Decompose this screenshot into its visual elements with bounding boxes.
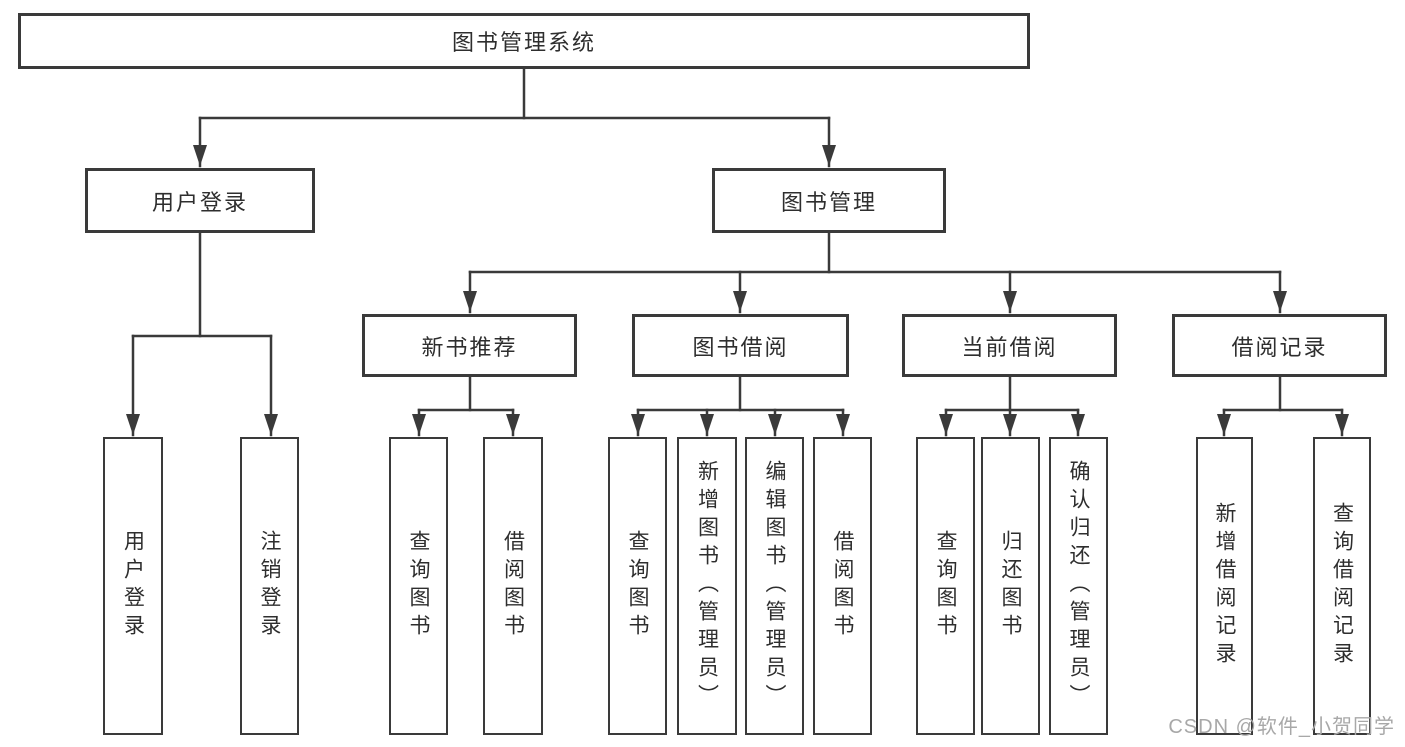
leaf-label: 查询借阅记录 (1330, 502, 1354, 670)
node-borrow-records: 借阅记录 (1172, 314, 1387, 377)
leaf-label: 新增图书（管理员） (695, 460, 719, 712)
leaf-query-books-borrow: 查询图书 (608, 437, 667, 735)
connector-borrow-records-to-leaves (1217, 375, 1349, 437)
leaf-label: 查询图书 (626, 530, 649, 642)
leaf-query-books-current: 查询图书 (916, 437, 975, 735)
leaf-confirm-return-admin: 确认归还（管理员） (1049, 437, 1108, 735)
leaf-label: 新增借阅记录 (1213, 502, 1236, 670)
leaf-label: 查询图书 (934, 530, 957, 642)
csdn-watermark: CSDN @软件_小贺同学 (1168, 716, 1395, 738)
leaf-user-login: 用户登录 (103, 437, 163, 735)
leaf-query-borrow-record: 查询借阅记录 (1313, 437, 1371, 735)
leaf-label: 借阅图书 (831, 530, 854, 642)
leaf-label: 用户登录 (121, 530, 145, 642)
leaf-edit-books-admin: 编辑图书（管理员） (745, 437, 804, 735)
leaf-label: 注销登录 (258, 530, 281, 642)
connector-current-borrow-to-leaves (939, 375, 1085, 437)
leaf-label: 编辑图书（管理员） (763, 460, 786, 712)
node-book-borrow: 图书借阅 (632, 314, 849, 377)
leaf-return-books: 归还图书 (981, 437, 1040, 735)
connector-book-management-to-level3 (463, 231, 1287, 314)
node-new-book-recommend: 新书推荐 (362, 314, 577, 377)
leaf-logout: 注销登录 (240, 437, 299, 735)
leaf-add-borrow-record: 新增借阅记录 (1196, 437, 1253, 735)
node-current-borrow: 当前借阅 (902, 314, 1117, 377)
leaf-label: 归还图书 (999, 530, 1022, 642)
node-root-library-system: 图书管理系统 (18, 13, 1030, 69)
connector-new-book-rec-to-leaves (412, 375, 520, 437)
leaf-label: 借阅图书 (501, 530, 525, 642)
leaf-label: 查询图书 (407, 530, 430, 642)
leaf-query-books-recommend: 查询图书 (389, 437, 448, 735)
node-user-login: 用户登录 (85, 168, 315, 233)
connector-root-to-level2 (193, 67, 836, 168)
leaf-borrow-books: 借阅图书 (813, 437, 872, 735)
leaf-borrow-books-recommend: 借阅图书 (483, 437, 543, 735)
node-book-management: 图书管理 (712, 168, 946, 233)
leaf-add-books-admin: 新增图书（管理员） (677, 437, 737, 735)
connector-user-login-to-leaves (126, 231, 278, 437)
leaf-label: 确认归还（管理员） (1067, 460, 1090, 712)
connector-book-borrow-to-leaves (631, 375, 850, 437)
